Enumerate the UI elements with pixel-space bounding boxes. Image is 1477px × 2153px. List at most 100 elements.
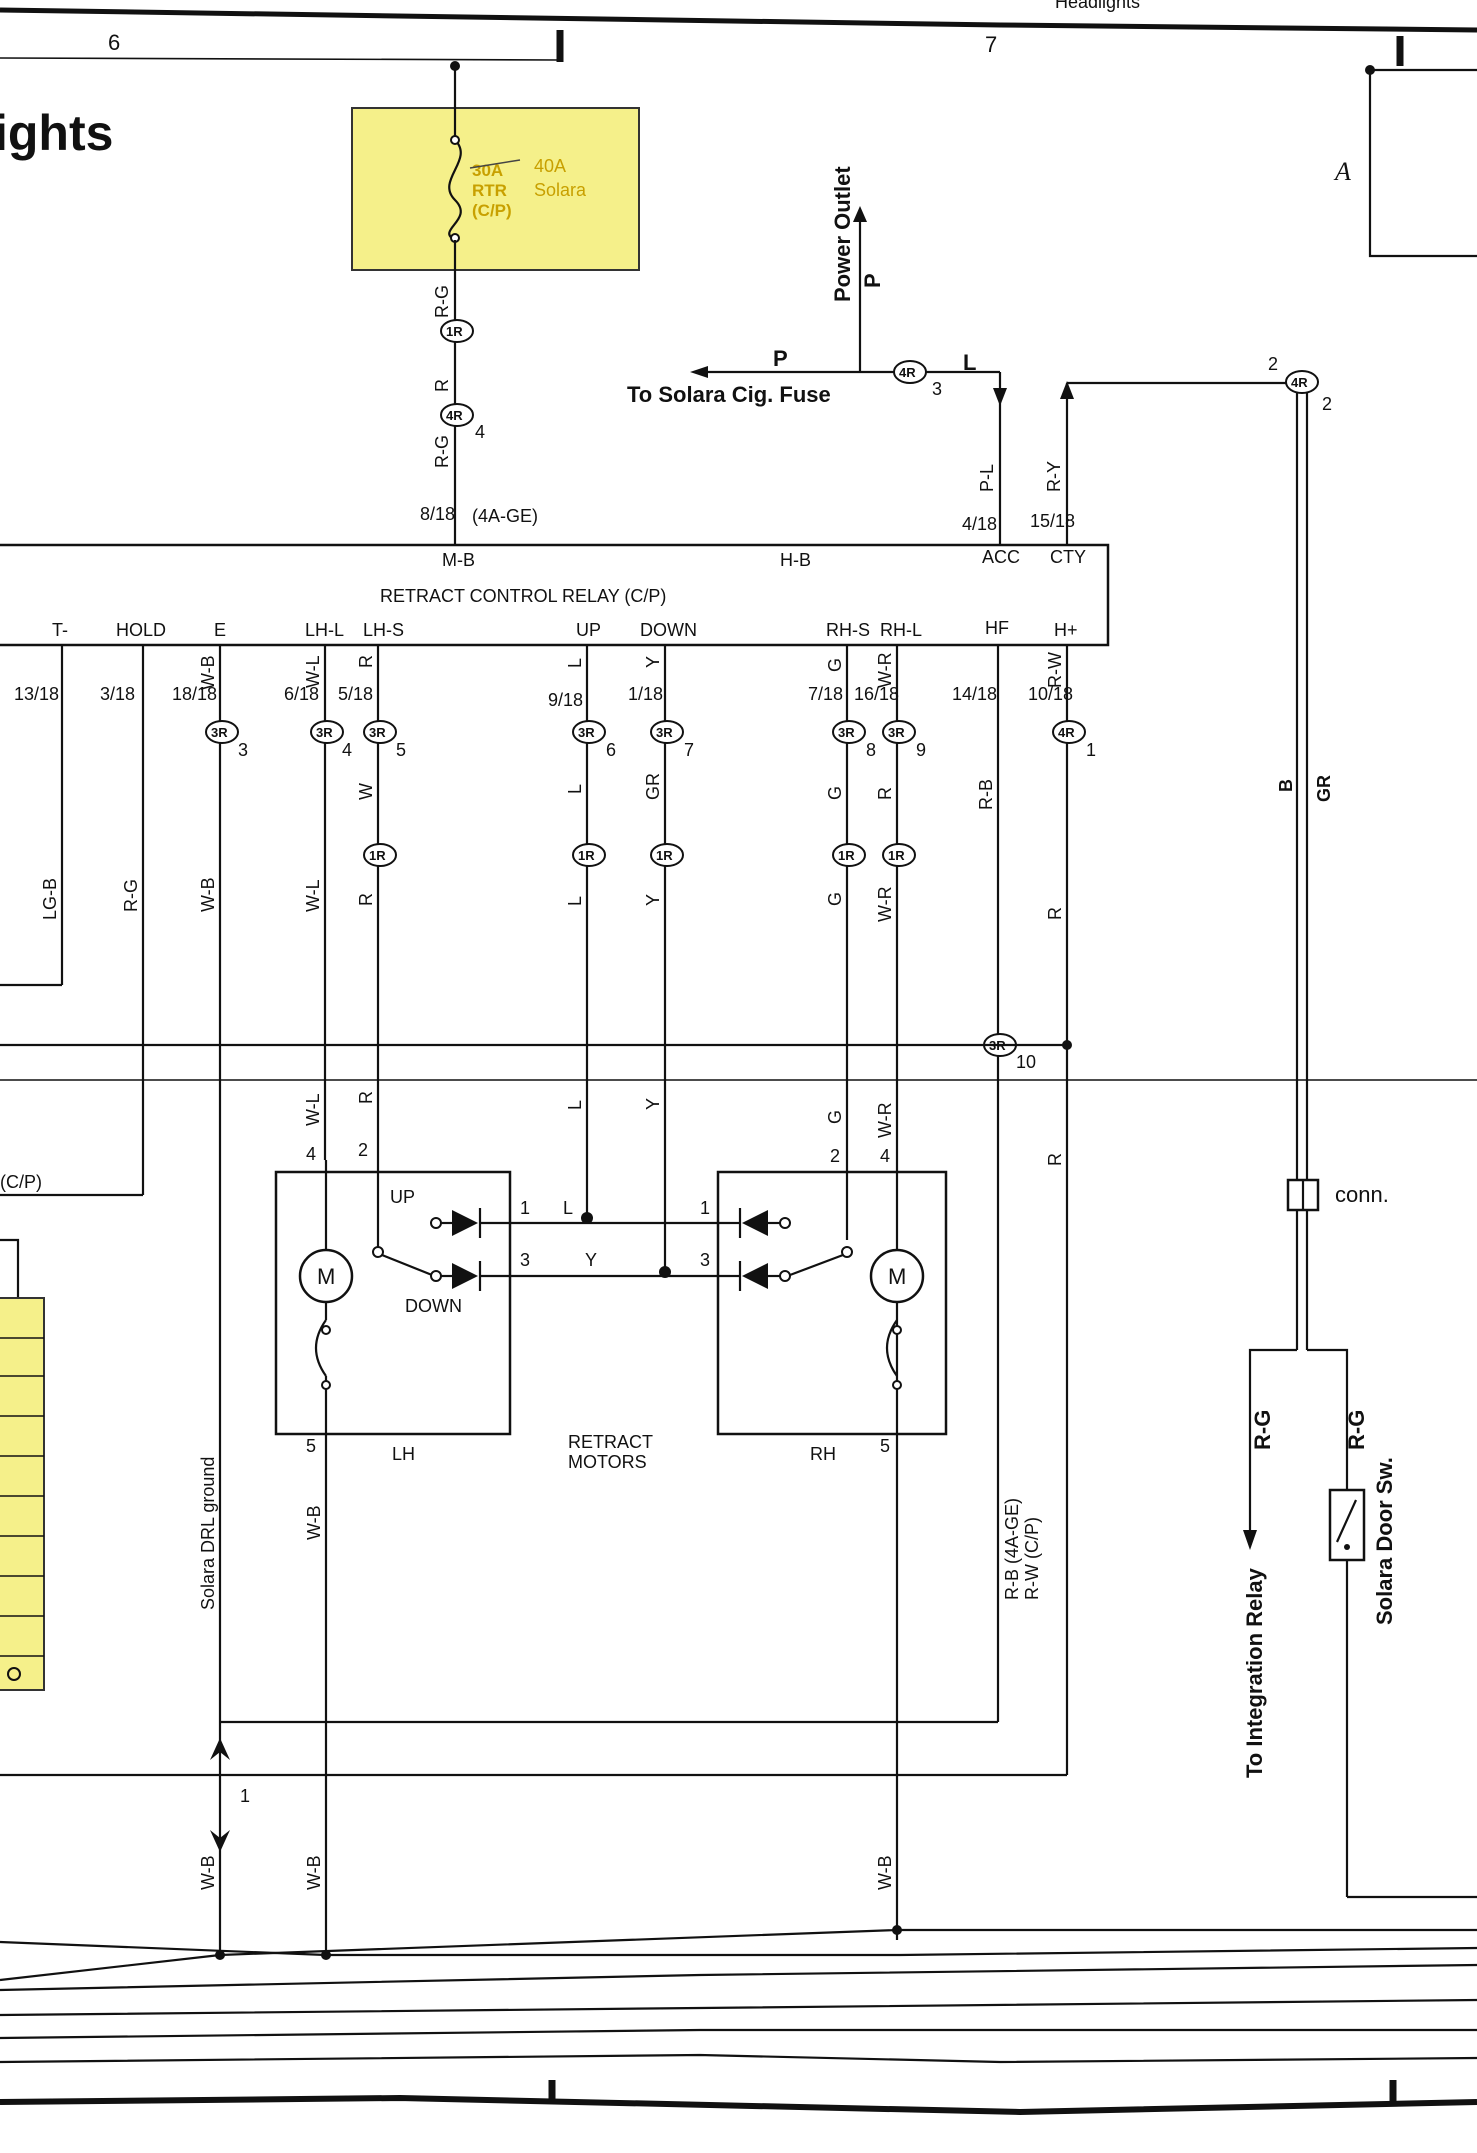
svg-text:GR: GR [643,773,663,800]
svg-text:P: P [773,346,788,371]
svg-text:7: 7 [684,740,694,760]
svg-text:4R: 4R [899,365,916,380]
connector-1r-top: 1R [440,319,474,343]
svg-text:R-W (C/P): R-W (C/P) [1022,1517,1042,1600]
svg-text:3R: 3R [578,725,595,740]
svg-text:W-L: W-L [303,655,323,688]
svg-text:3R: 3R [888,725,905,740]
svg-text:10/18: 10/18 [1028,684,1073,704]
svg-text:4R: 4R [446,408,463,423]
svg-text:R: R [1045,907,1065,920]
svg-text:1: 1 [700,1198,710,1218]
svg-text:3R: 3R [656,725,673,740]
lh-retract-motor: UP DOWN LH 5 M W-B W-B [274,1160,512,1960]
svg-text:3/18: 3/18 [100,684,135,704]
svg-text:MOTORS: MOTORS [568,1452,647,1472]
motor-links: 1 L 3 Y 1 3 RETRACT MOTORS [510,1198,730,1472]
door-switch-label: Solara Door Sw. [1372,1457,1397,1625]
svg-text:W-B: W-B [198,1855,218,1890]
svg-text:W: W [356,783,376,800]
svg-text:R: R [356,893,376,906]
left-side-component [0,1238,45,1691]
svg-text:10: 10 [1016,1052,1036,1072]
svg-text:W-R: W-R [875,1102,895,1138]
svg-text:1: 1 [1086,740,1096,760]
column-number-7: 7 [985,32,997,57]
svg-text:2: 2 [1268,354,1278,374]
svg-text:GR: GR [1314,775,1334,802]
svg-text:G: G [825,786,845,800]
svg-text:W-L: W-L [303,1093,323,1126]
fuse-highlight [351,107,640,271]
svg-text:3: 3 [700,1250,710,1270]
svg-text:6/18: 6/18 [284,684,319,704]
svg-text:RH-S: RH-S [826,620,870,640]
svg-text:LH-S: LH-S [363,620,404,640]
svg-text:3R: 3R [369,725,386,740]
svg-text:14/18: 14/18 [952,684,997,704]
svg-text:4: 4 [342,740,352,760]
svg-text:RH-L: RH-L [880,620,922,640]
power-outlet-branch: Power Outlet P To Solara Cig. Fuse P L 4… [627,166,1290,545]
svg-text:(C/P): (C/P) [0,1172,42,1192]
svg-text:L: L [565,658,585,668]
svg-text:LH-L: LH-L [305,620,344,640]
svg-text:T-: T- [52,620,68,640]
rb-note: R-B (4A-GE) [1002,1498,1022,1600]
svg-text:1: 1 [520,1198,530,1218]
conn-label: conn. [1335,1182,1389,1207]
svg-text:L: L [565,784,585,794]
svg-text:R-B: R-B [976,779,996,810]
svg-text:1R: 1R [578,848,595,863]
svg-text:CTY: CTY [1050,547,1086,567]
svg-text:3: 3 [932,379,942,399]
svg-text:W-B: W-B [198,655,218,690]
top-fragment: Headlights [1055,0,1140,12]
svg-text:Y: Y [585,1250,597,1270]
svg-text:2: 2 [1322,394,1332,414]
wire-rh-s: G 3R 8 G 1R G G 2 [825,645,876,1240]
svg-text:9: 9 [916,740,926,760]
connector-4r-top: 4R [440,403,474,427]
svg-text:R: R [356,1091,376,1104]
svg-text:4R: 4R [1058,725,1075,740]
svg-text:P: P [860,273,885,288]
svg-text:RH: RH [810,1444,836,1464]
svg-text:8/18: 8/18 [420,504,455,524]
wire-lh-l: W-L 3R 4 W-L W-L 4 [303,645,352,1164]
svg-text:P-L: P-L [977,464,997,492]
svg-text:1R: 1R [369,848,386,863]
door-switch-circuit: 4R 2 2 B GR conn. R-G R-G To Integration… [1242,354,1397,1897]
svg-text:9/18: 9/18 [548,690,583,710]
svg-text:R-G: R-G [1250,1410,1275,1450]
svg-text:R: R [1045,1153,1065,1166]
svg-text:R-G: R-G [1344,1410,1369,1450]
power-outlet-label: Power Outlet [830,166,855,302]
svg-text:Y: Y [643,1098,663,1110]
top-border: 6 7 Headlights ights [0,0,1477,161]
drl-ground-label: Solara DRL ground [198,1457,218,1610]
rh-retract-motor: RH 5 M [716,1170,948,1464]
svg-text:W-R: W-R [875,886,895,922]
retract-motors-label: RETRACT [568,1432,653,1452]
svg-text:UP: UP [576,620,601,640]
column-number-6: 6 [108,30,120,55]
svg-text:8: 8 [866,740,876,760]
svg-text:4R: 4R [1291,375,1308,390]
fuse-rtr: 30A RTR (C/P) 40A Solara [351,61,640,546]
svg-text:5/18: 5/18 [338,684,373,704]
svg-text:R: R [875,787,895,800]
svg-text:L: L [563,1198,573,1218]
svg-text:L: L [565,1100,585,1110]
wire-lh-s: R 3R 5 W 1R R R 2 [356,645,406,1240]
svg-text:R-W: R-W [1045,652,1065,688]
svg-text:G: G [825,658,845,672]
svg-text:5: 5 [306,1436,316,1456]
svg-text:L: L [565,896,585,906]
svg-text:R-G: R-G [432,435,452,468]
wire-hf: R-B 3R 10 R-B (4A-GE) R-W (C/P) [220,645,1042,1724]
svg-text:W-B: W-B [875,1855,895,1890]
component-a-box: A [1333,65,1477,258]
svg-text:6: 6 [606,740,616,760]
svg-text:1: 1 [240,1786,250,1806]
